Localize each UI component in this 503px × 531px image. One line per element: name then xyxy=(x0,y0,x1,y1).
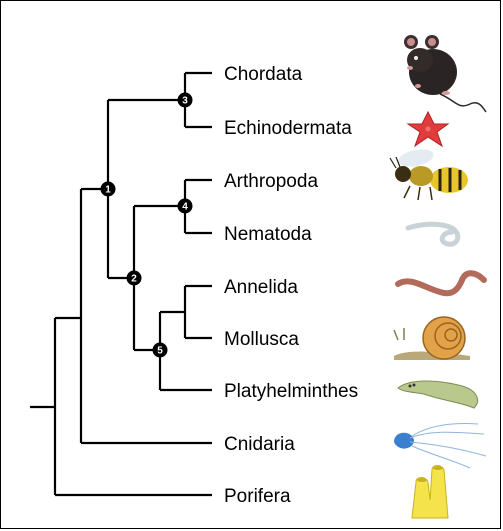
node-2-number: 2 xyxy=(131,274,137,285)
node-4-marker: 4 xyxy=(178,199,193,214)
jellyfish-icon xyxy=(394,424,486,469)
earthworm-icon xyxy=(398,273,484,293)
node-3-marker: 3 xyxy=(178,93,193,108)
node-2-marker: 2 xyxy=(127,271,142,286)
flatworm-icon xyxy=(398,381,478,408)
node-4-number: 4 xyxy=(182,202,188,213)
taxon-label-annelida: Annelida xyxy=(224,277,298,298)
taxon-label-chordata: Chordata xyxy=(224,64,303,85)
snail-icon xyxy=(394,317,470,360)
sponge-icon xyxy=(412,466,448,519)
node-1-number: 1 xyxy=(105,185,111,196)
node-5-marker: 5 xyxy=(153,343,168,358)
node-1-marker: 1 xyxy=(101,182,116,197)
taxon-label-nematoda: Nematoda xyxy=(224,224,312,245)
taxon-label-echinodermata: Echinodermata xyxy=(224,118,352,139)
taxon-label-cnidaria: Cnidaria xyxy=(224,434,295,455)
mouse-icon xyxy=(404,35,486,112)
tree-branches xyxy=(30,73,212,495)
starfish-icon xyxy=(408,112,448,146)
bee-icon xyxy=(390,146,468,200)
taxon-label-porifera: Porifera xyxy=(224,486,291,507)
roundworm-icon xyxy=(408,224,458,244)
taxon-label-platyhelminthes: Platyhelminthes xyxy=(224,381,358,402)
node-3-number: 3 xyxy=(182,96,188,107)
taxon-label-arthropoda: Arthropoda xyxy=(224,171,318,192)
taxon-label-mollusca: Mollusca xyxy=(224,329,299,350)
node-5-number: 5 xyxy=(157,346,163,357)
